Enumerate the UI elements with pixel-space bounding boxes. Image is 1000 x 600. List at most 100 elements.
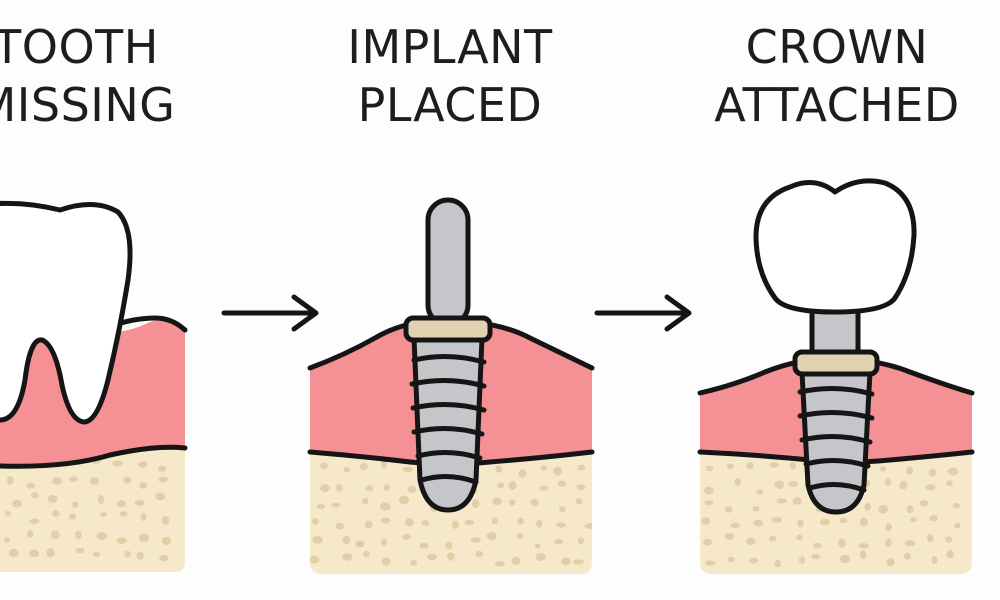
bone-dot xyxy=(380,538,388,546)
bone-dot xyxy=(158,476,169,483)
step-2-title-line2: PLACED xyxy=(357,78,543,132)
bone-dot xyxy=(405,518,414,527)
bone-dot xyxy=(879,466,887,472)
bone-dot xyxy=(727,556,735,563)
bone-dot xyxy=(906,505,914,514)
bone-dot xyxy=(704,500,714,506)
bone-dot xyxy=(402,533,411,540)
bone-dot xyxy=(29,518,40,525)
bone-dot xyxy=(364,520,373,529)
bone-dot xyxy=(383,484,391,492)
bone-dot xyxy=(774,480,785,490)
bone-dot xyxy=(919,500,929,507)
bone-dot xyxy=(3,537,11,543)
bone-dot xyxy=(155,492,166,501)
bone-dot xyxy=(573,559,584,565)
bone-dot xyxy=(7,476,14,485)
bone-dot xyxy=(363,550,370,558)
bone-dot xyxy=(312,518,319,525)
bone-dot xyxy=(331,502,341,508)
bone-dot xyxy=(928,468,937,477)
bone-dot xyxy=(398,495,410,505)
bone-dot xyxy=(864,502,871,511)
bone-dot xyxy=(491,517,498,525)
bone-dot xyxy=(885,538,892,547)
bone-texture xyxy=(701,461,961,568)
bone-dot xyxy=(813,542,822,549)
panel-crown-attached xyxy=(697,178,975,574)
bone-dot xyxy=(886,558,895,567)
step-1-title-line2: MISSING xyxy=(0,78,176,132)
arrow-right-icon xyxy=(594,294,692,332)
bone-dot xyxy=(157,465,167,472)
bone-dot xyxy=(96,532,108,540)
bone-dot xyxy=(557,480,566,487)
bone-dot xyxy=(534,543,541,549)
bone-dot xyxy=(954,522,961,529)
bone-dot xyxy=(475,550,484,558)
bone-dot xyxy=(97,494,105,504)
bone-dot xyxy=(8,548,19,558)
bone-dot xyxy=(464,519,475,526)
bone-dot xyxy=(362,497,369,505)
bone-dot xyxy=(52,477,63,485)
bone-dot xyxy=(945,536,953,543)
bone-dot xyxy=(116,537,127,544)
bone-dot xyxy=(75,547,85,554)
bone-dot xyxy=(112,460,123,467)
bone-dot xyxy=(947,467,959,476)
bone-dot xyxy=(703,538,712,546)
bone-dot xyxy=(427,553,438,561)
bone-dot xyxy=(798,556,806,564)
bone-dot xyxy=(559,506,566,513)
bone-dot xyxy=(929,515,938,522)
bone-dot xyxy=(927,534,934,543)
abutment-collar xyxy=(403,315,493,343)
bone-dot xyxy=(161,516,170,525)
tooth-icon xyxy=(0,200,133,425)
panel-implant-placed xyxy=(307,197,595,574)
bone-dot xyxy=(495,560,505,567)
bone-dot xyxy=(4,510,12,516)
bone-dot xyxy=(497,482,505,489)
bone-dot xyxy=(336,484,343,492)
bone-dot xyxy=(535,553,546,561)
bone-dot xyxy=(446,552,455,561)
bone-dot xyxy=(342,536,351,545)
arrow-right-icon xyxy=(221,294,319,332)
bone-dot xyxy=(899,480,908,490)
bone-dot xyxy=(470,537,481,543)
bone-dot xyxy=(730,522,740,529)
bone-dot xyxy=(89,477,100,485)
bone-dot xyxy=(119,511,128,517)
bone-dot xyxy=(342,553,353,561)
bone-dot xyxy=(746,462,754,470)
bone-dot xyxy=(495,465,503,473)
bone-dot xyxy=(701,517,711,525)
bone-dot xyxy=(410,560,418,566)
bone-dot xyxy=(134,499,145,506)
bone-dot xyxy=(52,510,60,517)
bone-dot xyxy=(910,517,917,523)
bone-dot xyxy=(756,489,764,495)
jaw-bone xyxy=(310,452,592,574)
bone-dot xyxy=(839,554,851,564)
bone-dot xyxy=(553,466,563,476)
bone-dot xyxy=(774,559,781,568)
bone-dot xyxy=(769,462,779,468)
screw-threads xyxy=(797,385,875,493)
bone-dot xyxy=(838,538,846,548)
bone-dot xyxy=(734,478,741,486)
bone-dot xyxy=(320,462,328,470)
bone-dot xyxy=(749,557,758,564)
bone-dot xyxy=(584,523,592,529)
step-2-title: IMPLANT PLACED xyxy=(250,18,650,134)
step-3-title-line2: ATTACHED xyxy=(714,78,960,132)
bone-dot xyxy=(419,542,429,549)
bone-dot xyxy=(508,481,517,490)
bone-dot xyxy=(343,466,350,473)
bone-dot xyxy=(704,486,714,495)
bone-dot xyxy=(124,550,131,558)
bone-dot xyxy=(946,480,953,487)
